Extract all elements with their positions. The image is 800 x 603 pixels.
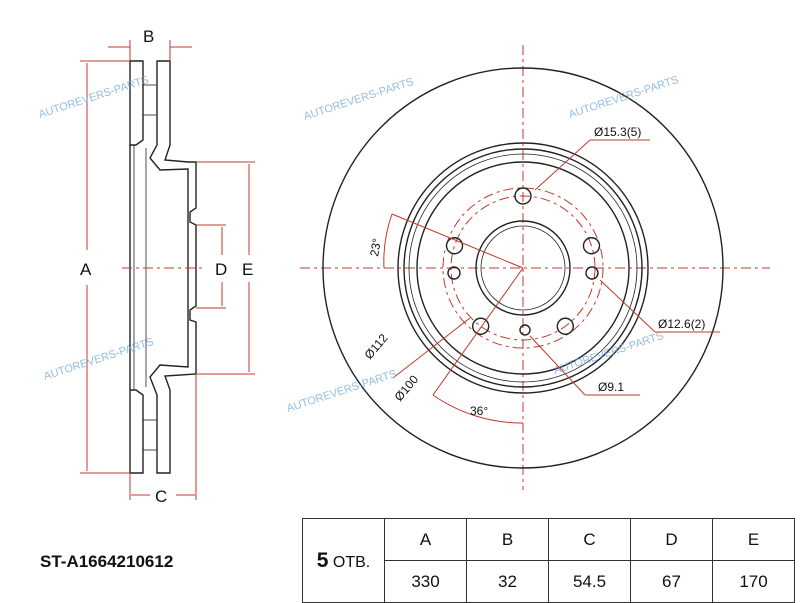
dim-label-a: A	[80, 260, 92, 279]
table-value-row: 330 32 54.5 67 170	[303, 560, 795, 603]
holes-count-cell: 5 ОТВ.	[302, 518, 385, 603]
callout-angle-36: 36°	[470, 404, 488, 418]
value-cell: 330	[384, 560, 467, 603]
callout-bolt-hole: Ø15.3(5)	[594, 125, 641, 139]
small-hole	[585, 266, 599, 280]
callout-pin-hole: Ø9.1	[598, 380, 624, 394]
header-cell: C	[548, 518, 631, 561]
header-cell: B	[466, 518, 549, 561]
callout-small-hole: Ø12.6(2)	[658, 317, 705, 331]
header-cell: D	[630, 518, 713, 561]
bolt-hole	[556, 317, 575, 335]
header-cell: A	[384, 518, 467, 561]
side-view	[129, 60, 197, 474]
dim-label-b: B	[143, 27, 154, 46]
front-view: Ø15.3(5) Ø12.6(2) Ø9.1 Ø112 Ø100 23° 36°	[300, 45, 770, 490]
watermark-text: AUTOREVERS-PARTS	[37, 74, 150, 121]
holes-count: 5	[316, 548, 329, 572]
callout-angle-23: 23°	[367, 237, 384, 257]
value-cell: 32	[466, 560, 549, 603]
header-cell: E	[712, 518, 795, 561]
value-cell: 67	[630, 560, 713, 603]
dim-label-d: D	[215, 260, 227, 279]
bolt-hole	[582, 237, 601, 255]
part-number: ST-A1664210612	[40, 552, 174, 571]
bolt-hole	[445, 237, 464, 255]
watermark-text: AUTOREVERS-PARTS	[567, 74, 680, 121]
watermark-text: AUTOREVERS-PARTS	[552, 330, 665, 377]
dimensions-table: 5 ОТВ. A B C D E 330 32 54.5 67 170	[302, 518, 795, 603]
callout-pcd-112: Ø112	[362, 331, 391, 362]
small-hole	[447, 266, 461, 280]
watermark-text: AUTOREVERS-PARTS	[42, 336, 155, 383]
pin-hole	[519, 324, 531, 336]
side-dimensions: A B C D E	[80, 27, 255, 506]
dim-label-e: E	[242, 260, 253, 279]
value-cell: 170	[712, 560, 795, 603]
holes-label: ОТВ.	[332, 553, 371, 571]
watermark-text: AUTOREVERS-PARTS	[285, 368, 398, 415]
value-cell: 54.5	[548, 560, 631, 603]
watermark-text: AUTOREVERS-PARTS	[302, 76, 415, 123]
bolt-hole	[471, 317, 490, 335]
table-header-row: 5 ОТВ. A B C D E	[302, 518, 795, 603]
dim-label-c: C	[155, 487, 167, 506]
bolt-hole	[514, 187, 532, 205]
